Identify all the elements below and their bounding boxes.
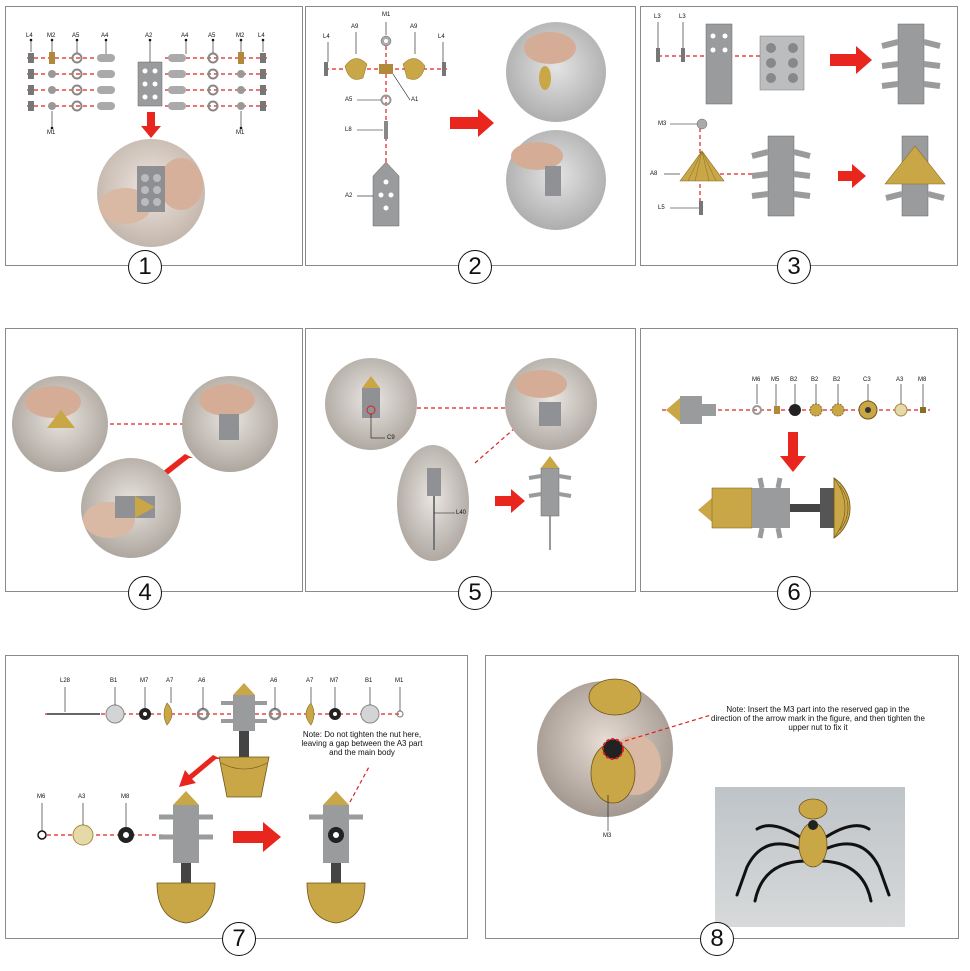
part-label: L28 (60, 678, 71, 684)
part-label: M1 (47, 130, 56, 136)
part-label: B2 (790, 377, 798, 383)
part-label: L4 (438, 34, 445, 40)
part-label: B1 (365, 678, 373, 684)
step-6-parts-svg (662, 384, 930, 539)
part-label: A4 (101, 33, 109, 39)
part-label: A4 (181, 33, 189, 39)
part-label: M8 (121, 794, 130, 800)
step-1-parts-svg (27, 38, 270, 247)
step-8-photos-svg (537, 678, 905, 927)
step-8-diagram: M3 Note: Insert the M3 part into the res… (485, 655, 959, 939)
part-label: A9 (410, 24, 418, 30)
step-1-arrow (141, 112, 161, 138)
step-7-arrow-right (233, 822, 281, 852)
part-label: L4 (26, 33, 33, 39)
part-label: A5 (208, 33, 216, 39)
step-3-parts-svg (656, 22, 946, 217)
part-label: M1 (382, 12, 391, 18)
step-3-diagram: L3 L3 M3 A8 L5 (640, 6, 958, 266)
part-label: A2 (145, 33, 153, 39)
step-2-parts-svg (324, 22, 606, 230)
part-label: M2 (236, 33, 245, 39)
step-4-photos-svg (12, 376, 278, 558)
part-label: A8 (650, 171, 658, 177)
part-label: B2 (833, 377, 841, 383)
part-label: L5 (658, 205, 665, 211)
step-number: 6 (777, 576, 811, 610)
part-label: B1 (110, 678, 118, 684)
step-number: 5 (458, 576, 492, 610)
part-label: M2 (47, 33, 56, 39)
step-number: 2 (458, 250, 492, 284)
step-number: 1 (128, 250, 162, 284)
step-3-arrow-top (830, 46, 872, 74)
part-label: A3 (78, 794, 86, 800)
part-label: M7 (140, 678, 149, 684)
part-label: L4 (323, 34, 330, 40)
step-5-photos-svg (325, 358, 597, 561)
part-label: A6 (270, 678, 278, 684)
part-label: B2 (811, 377, 819, 383)
part-label: M8 (918, 377, 927, 383)
step-4-diagram (5, 328, 303, 592)
part-label: L40 (456, 510, 467, 516)
step-number: 3 (777, 250, 811, 284)
part-label: M3 (658, 121, 667, 127)
step-5-arrow (495, 489, 525, 513)
step-7-parts-svg (37, 683, 404, 924)
part-label: A2 (345, 193, 353, 199)
part-label: A1 (411, 97, 419, 103)
part-label: A6 (198, 678, 206, 684)
part-label: C9 (387, 435, 395, 441)
part-label: A5 (72, 33, 80, 39)
part-label: L4 (258, 33, 265, 39)
part-label: M1 (236, 130, 245, 136)
step-2-arrow (450, 109, 494, 137)
part-label: L3 (654, 14, 661, 20)
part-label: M1 (395, 678, 404, 684)
part-label: M6 (752, 377, 761, 383)
part-label: M3 (603, 833, 612, 839)
step-number: 4 (128, 576, 162, 610)
step-2-diagram: M1 L4 A9 A9 L4 A5 A1 L8 A2 (305, 6, 636, 266)
part-label: A3 (896, 377, 904, 383)
step-7-note: Note: Do not tighten the nut here, leavi… (301, 730, 423, 757)
part-label: A5 (345, 97, 353, 103)
step-number: 8 (700, 922, 734, 956)
part-label: L8 (345, 127, 352, 133)
part-label: C3 (863, 377, 871, 383)
part-label: A7 (306, 678, 314, 684)
step-number: 7 (222, 922, 256, 956)
step-7-diagram: L28 B1 M7 A7 A6 A6 A7 M7 B1 M1 M6 A3 M8 … (5, 655, 468, 939)
step-1-diagram: L4 M2 A5 A4 A2 A4 A5 M2 L4 M1 M1 (5, 6, 303, 266)
part-label: A7 (166, 678, 174, 684)
step-6-diagram: M6 M5 B2 B2 B2 C3 A3 M8 (640, 328, 958, 592)
part-label: M6 (37, 794, 46, 800)
step-6-arrow (780, 432, 806, 472)
part-label: M7 (330, 678, 339, 684)
step-8-note: Note: Insert the M3 part into the reserv… (711, 705, 925, 732)
step-3-arrow-bottom (838, 164, 866, 188)
part-label: M5 (771, 377, 780, 383)
step-5-diagram: C9 L40 (305, 328, 636, 592)
part-label: A9 (351, 24, 359, 30)
step-7-arrow-diagonal (179, 755, 221, 787)
part-label: L3 (679, 14, 686, 20)
